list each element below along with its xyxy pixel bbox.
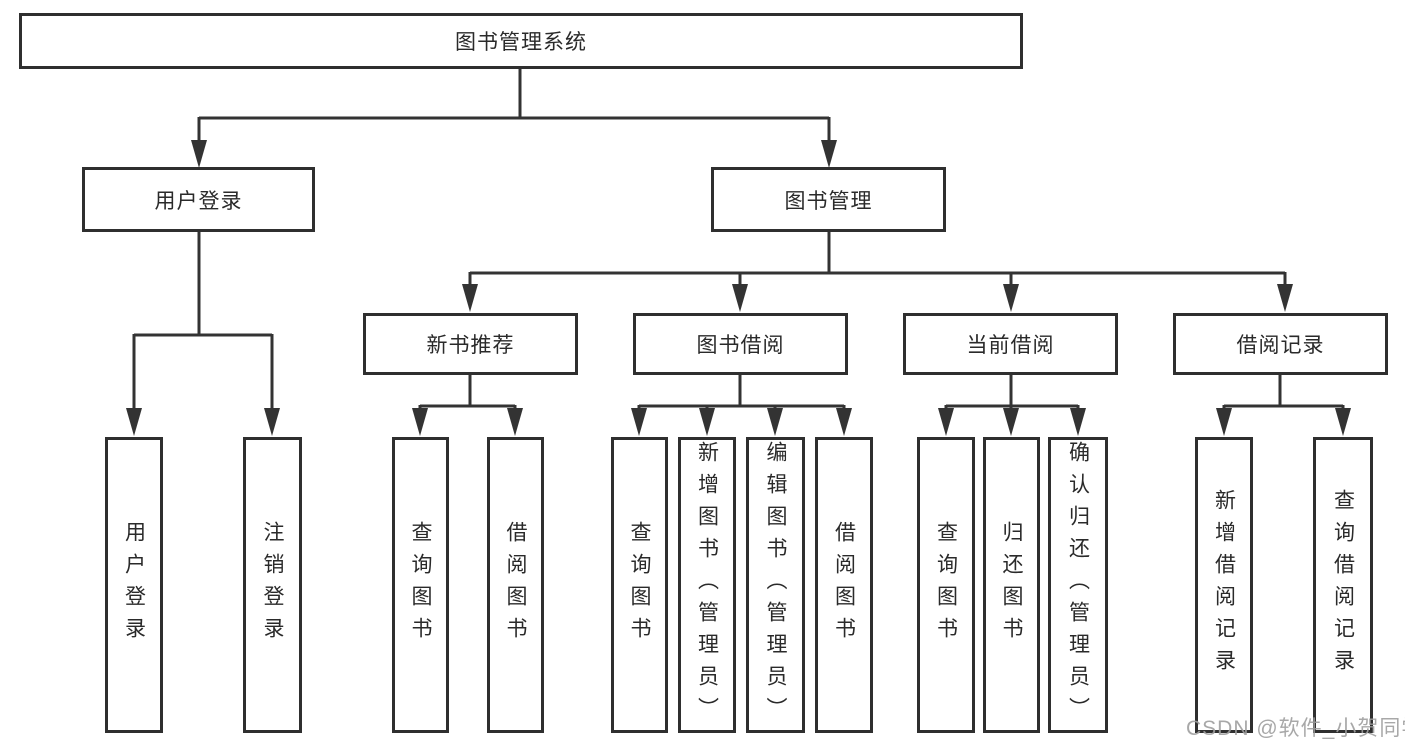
node-label: 查询图书	[628, 521, 651, 649]
node-label: 查询借阅记录	[1331, 489, 1355, 681]
leaf-borrow-books-recommendation: 借阅图书	[487, 437, 544, 733]
node-label: 编辑图书（管理员）	[764, 441, 787, 729]
node-label: 图书借阅	[696, 334, 785, 357]
node-new-book-recommendation: 新书推荐	[363, 313, 578, 375]
node-label: 查询图书	[409, 521, 432, 649]
node-label: 新增借阅记录	[1212, 489, 1236, 681]
leaf-query-books-current: 查询图书	[917, 437, 975, 733]
node-label: 借阅记录	[1236, 334, 1325, 357]
leaf-logout: 注销登录	[243, 437, 302, 733]
leaf-confirm-return-admin: 确认归还（管理员）	[1048, 437, 1108, 733]
node-label: 查询图书	[934, 521, 958, 649]
node-label: 归还图书	[1000, 521, 1023, 649]
node-label: 新增图书（管理员）	[695, 441, 719, 729]
node-label: 图书管理	[784, 189, 873, 213]
node-label: 新书推荐	[426, 334, 515, 357]
leaf-add-books-admin: 新增图书（管理员）	[678, 437, 736, 733]
leaf-borrow-books: 借阅图书	[815, 437, 873, 733]
node-label: 用户登录	[154, 189, 243, 213]
node-label: 注销登录	[261, 521, 284, 649]
node-label: 用户登录	[122, 521, 146, 649]
node-label: 借阅图书	[504, 521, 527, 649]
node-label: 当前借阅	[966, 334, 1055, 357]
node-label: 借阅图书	[832, 521, 856, 649]
node-current-borrowing: 当前借阅	[903, 313, 1118, 375]
leaf-query-books-borrowing: 查询图书	[611, 437, 668, 733]
node-library-management-system: 图书管理系统	[19, 13, 1023, 69]
leaf-query-books-recommendation: 查询图书	[392, 437, 449, 733]
leaf-return-books: 归还图书	[983, 437, 1040, 733]
node-user-login: 用户登录	[82, 167, 315, 232]
node-borrowing-records: 借阅记录	[1173, 313, 1388, 375]
csdn-watermark: CSDN @软件_小贺同学	[1186, 717, 1405, 740]
node-label: 确认归还（管理员）	[1066, 441, 1090, 729]
leaf-edit-books-admin: 编辑图书（管理员）	[746, 437, 805, 733]
leaf-query-borrow-record: 查询借阅记录	[1313, 437, 1373, 733]
node-book-borrowing: 图书借阅	[633, 313, 848, 375]
node-label: 图书管理系统	[455, 31, 587, 54]
node-book-management: 图书管理	[711, 167, 946, 232]
leaf-add-borrow-record: 新增借阅记录	[1195, 437, 1253, 733]
leaf-user-login: 用户登录	[105, 437, 163, 733]
